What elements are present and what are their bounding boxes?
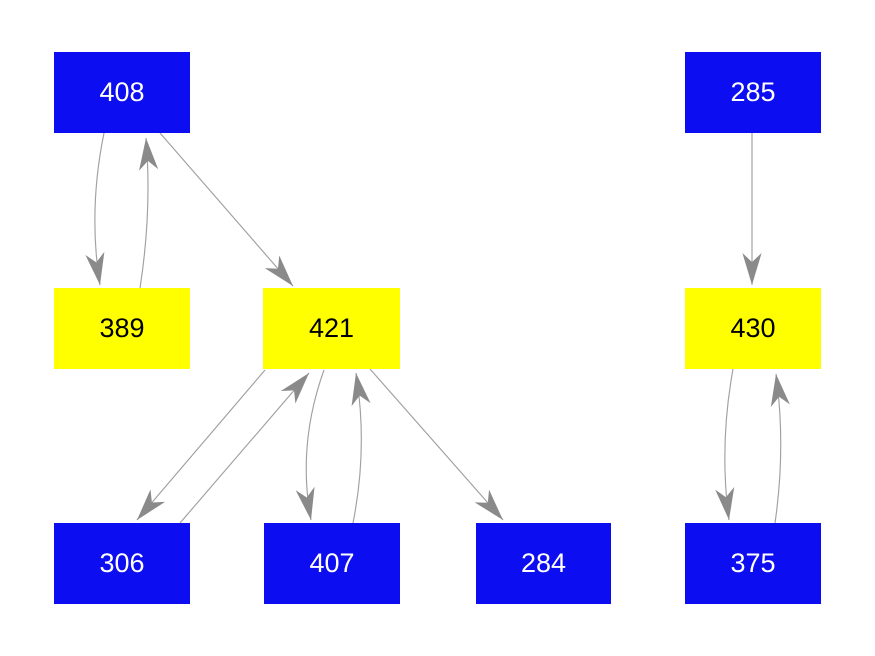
edges-group xyxy=(85,132,790,524)
graph-node-375: 375 xyxy=(685,523,821,604)
node-label: 375 xyxy=(730,548,776,578)
node-label: 285 xyxy=(730,77,776,107)
graph-node-284: 284 xyxy=(476,523,611,604)
node-label: 407 xyxy=(309,548,355,578)
graph-node-306: 306 xyxy=(54,523,190,604)
edge-407-to-421 xyxy=(351,372,371,524)
node-label: 284 xyxy=(520,548,567,578)
edge-408-to-389 xyxy=(85,132,105,286)
node-label: 408 xyxy=(99,77,145,107)
edge-421-to-284 xyxy=(369,368,504,521)
edge-421-to-407 xyxy=(295,369,325,521)
node-label: 421 xyxy=(308,313,355,343)
node-label: 306 xyxy=(99,548,145,578)
edge-389-to-408 xyxy=(139,137,159,289)
graph-node-421: 421 xyxy=(263,288,400,369)
edge-408-to-421 xyxy=(159,132,294,287)
edge-375-to-430 xyxy=(770,373,790,524)
node-label: 389 xyxy=(99,313,145,343)
node-label: 430 xyxy=(730,313,776,343)
graph-node-430: 430 xyxy=(685,288,821,369)
edge-430-to-375 xyxy=(715,368,735,521)
graph-node-389: 389 xyxy=(54,288,190,369)
graph-node-407: 407 xyxy=(264,523,400,604)
edge-306-to-421 xyxy=(179,372,310,524)
graph-node-285: 285 xyxy=(685,52,821,133)
edge-421-to-306 xyxy=(136,369,266,521)
graph-node-408: 408 xyxy=(54,52,190,133)
